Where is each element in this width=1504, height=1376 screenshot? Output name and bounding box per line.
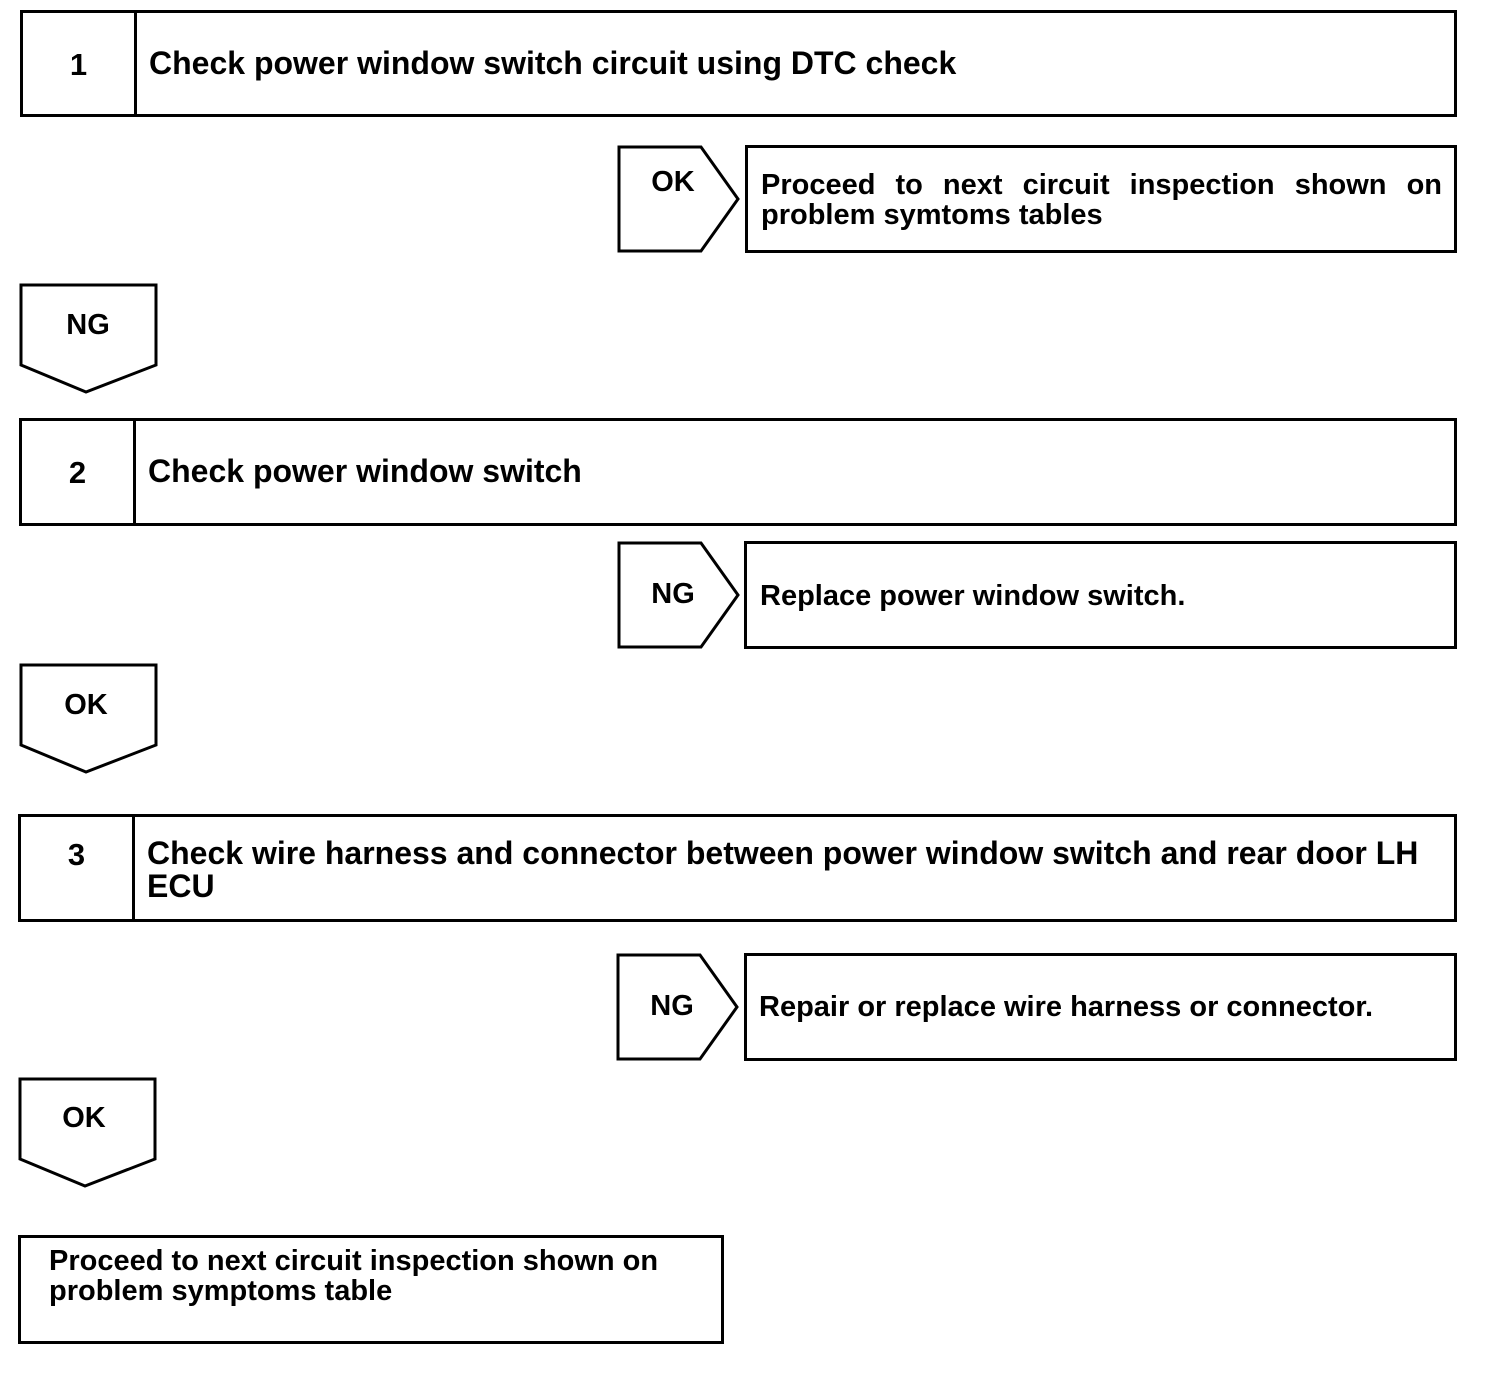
side-branch-2-result-text: Replace power window switch. — [760, 580, 1186, 612]
side-branch-1-arrow — [617, 145, 740, 253]
side-branch-1-result-text: Proceed to next circuit inspection shown… — [761, 169, 1442, 231]
step-3-title: Check wire harness and connector between… — [147, 835, 1419, 904]
final-result-box: Proceed to next circuit inspection shown… — [18, 1235, 724, 1344]
step-1-box: 1 Check power window switch circuit usin… — [20, 10, 1457, 117]
down-branch-3-arrow — [18, 1077, 157, 1188]
side-branch-1-result-box: Proceed to next circuit inspection shown… — [745, 145, 1457, 253]
step-1-number: 1 — [23, 13, 137, 114]
down-branch-1-arrow — [19, 283, 158, 394]
side-branch-2-result-box: Replace power window switch. — [744, 541, 1457, 649]
step-2-title: Check power window switch — [148, 453, 582, 489]
final-result-text: Proceed to next circuit inspection shown… — [49, 1245, 659, 1307]
down-branch-2-label: OK — [64, 689, 108, 721]
down-branch-2-arrow — [19, 663, 158, 774]
side-branch-2-label: NG — [651, 578, 695, 610]
side-branch-3-result-text: Repair or replace wire harness or connec… — [759, 991, 1374, 1023]
side-branch-2-arrow — [617, 541, 740, 649]
side-branch-3-label: NG — [650, 990, 694, 1022]
step-3-box: 3 Check wire harness and connector betwe… — [18, 814, 1457, 922]
down-branch-1-label: NG — [66, 309, 110, 341]
side-branch-3-result-box: Repair or replace wire harness or connec… — [744, 953, 1457, 1061]
step-2-number: 2 — [22, 421, 136, 523]
down-branch-3-label: OK — [62, 1102, 106, 1134]
step-3-number: 3 — [21, 817, 135, 919]
step-1-title: Check power window switch circuit using … — [149, 45, 957, 81]
side-branch-3-arrow — [616, 953, 739, 1061]
side-branch-1-label: OK — [651, 166, 695, 198]
step-2-box: 2 Check power window switch — [19, 418, 1457, 526]
